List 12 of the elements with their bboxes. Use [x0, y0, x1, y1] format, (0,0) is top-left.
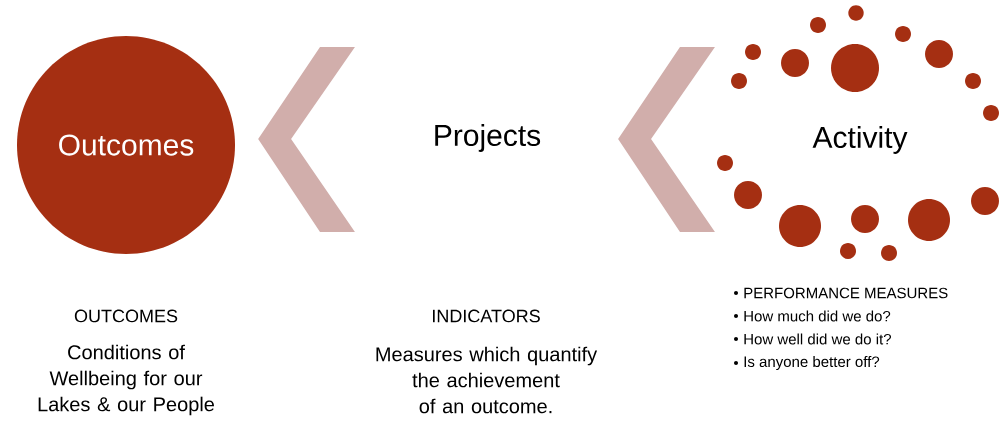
chevron-arrow — [618, 47, 715, 232]
heading-label: OUTCOMES — [74, 309, 178, 323]
bullet-item: How much did we do? — [734, 310, 891, 322]
chevron-arrow — [258, 47, 355, 232]
bullet-item: How well did we do it? — [734, 333, 891, 345]
heading-label: INDICATORS — [433, 309, 540, 323]
bullet-item: Is anyone better off? — [734, 356, 880, 370]
node-label: Projects — [435, 124, 541, 152]
node-label: Activity — [812, 126, 908, 154]
bullet-item: PERFORMANCE MEASURES — [734, 287, 948, 299]
description-text: Conditions of Wellbeing for our Lakes & our People — [38, 344, 214, 416]
description-text: Measures which quantify the achievement of an outcome. — [376, 346, 598, 414]
